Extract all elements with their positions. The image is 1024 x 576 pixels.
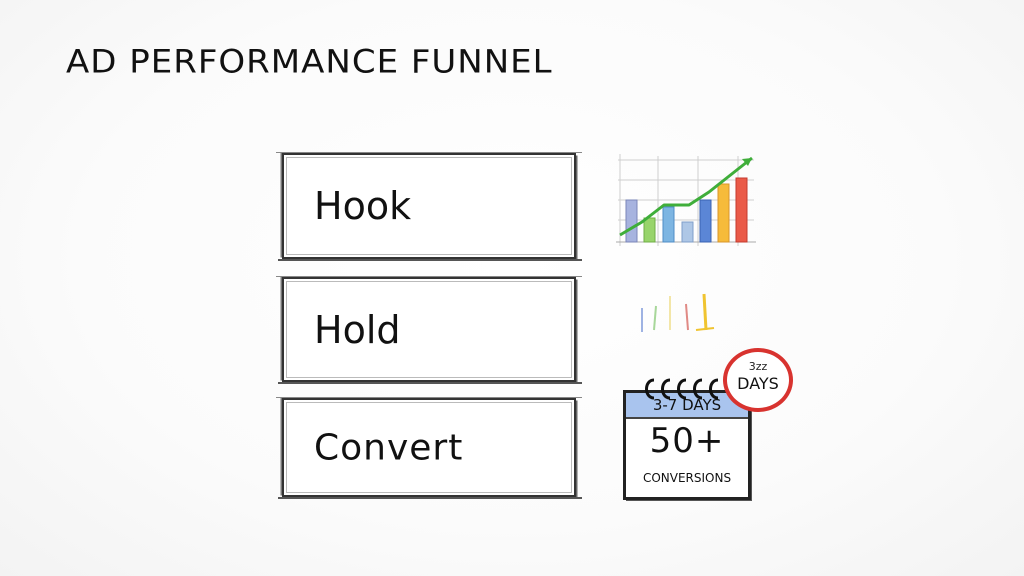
calendar-icon: 3-7 DAYS 50+ CONVERSIONS [620, 372, 751, 500]
conversions-count: 50+ [649, 421, 725, 461]
days-badge: 3zz DAYS [723, 348, 793, 412]
funnel-stage-hold: Hold [276, 276, 582, 384]
calendar-rings-icon [645, 378, 719, 400]
growth-chart-icon [616, 154, 756, 246]
funnel-stage-hook: Hook [276, 152, 582, 261]
conversions-caption: CONVERSIONS [642, 471, 732, 485]
page-title: AD PERFORMANCE FUNNEL [66, 43, 553, 81]
calendar-card: 3-7 DAYS 50+ CONVERSIONS [623, 390, 751, 500]
badge-main-text: DAYS [737, 374, 779, 393]
stage-label: Hook [314, 184, 412, 228]
mini-bars-icon [641, 293, 715, 332]
stage-label: Convert [314, 427, 464, 468]
badge-top-text: 3zz [748, 360, 768, 373]
calendar-header: 3-7 DAYS [626, 393, 748, 419]
funnel-stage-convert: Convert [276, 397, 582, 499]
stage-label: Hold [314, 307, 401, 352]
